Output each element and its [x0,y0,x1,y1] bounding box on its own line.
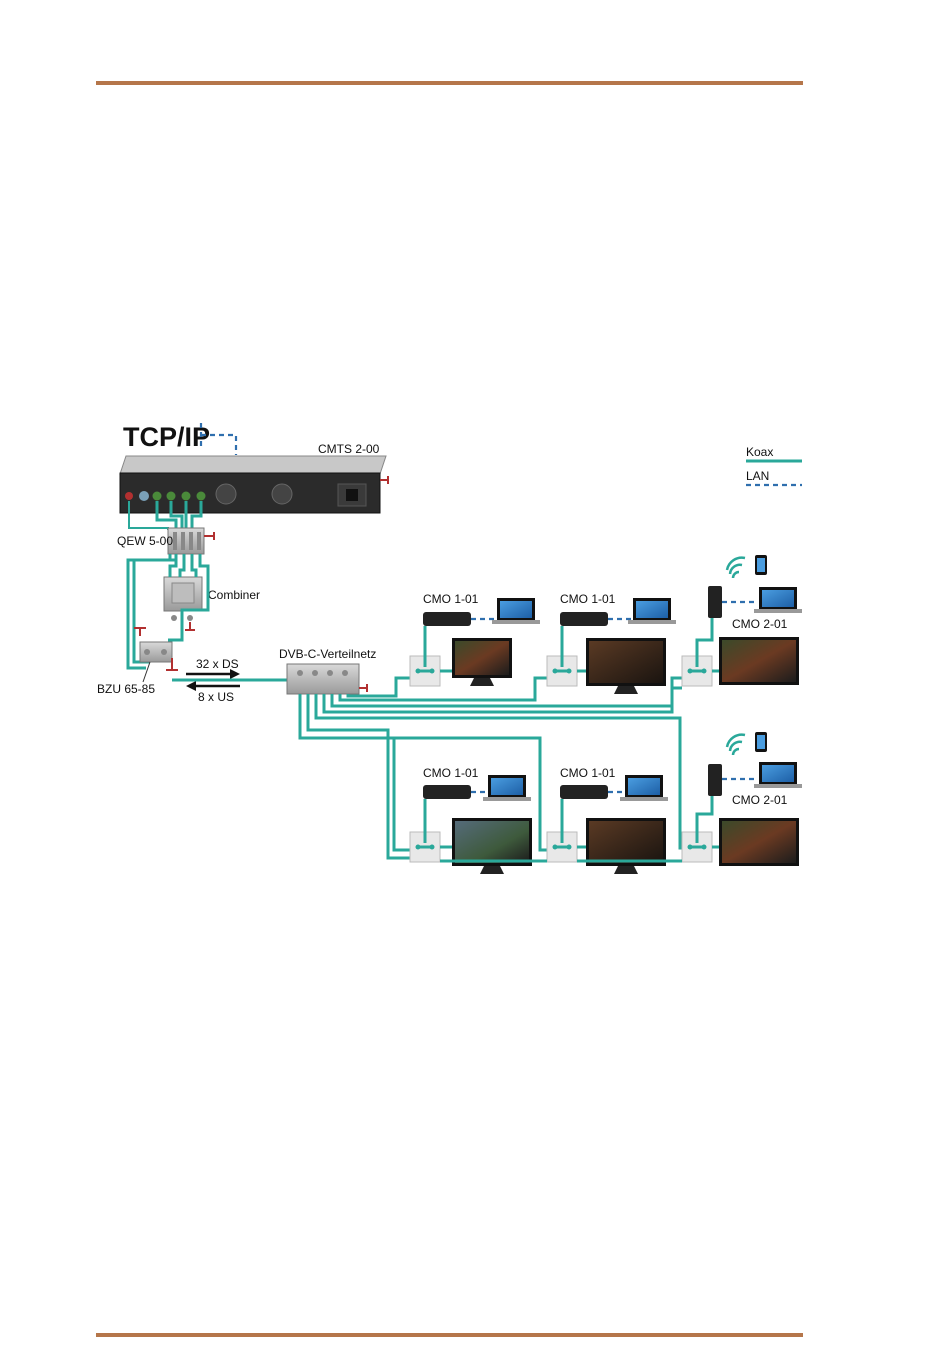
row2-unit2 [547,775,668,874]
row1-unit2 [547,598,676,694]
cmts-label: CMTS 2-00 [318,442,380,456]
ds-label: 32 x DS [196,657,239,671]
combiner-label: Combiner [208,588,260,602]
modem-5-label: CMO 1-01 [560,766,616,780]
us-label: 8 x US [198,690,234,704]
modem-2-label: CMO 1-01 [560,592,616,606]
cmts-device [120,456,388,513]
dvbc-label: DVB-C-Verteilnetz [279,647,376,661]
qew-label: QEW 5-00 [117,534,173,548]
row2-unit1 [410,775,532,874]
qew-device [168,528,214,554]
bzu-label: BZU 65-85 [97,682,155,696]
row1-unit1 [410,598,540,686]
tcpip-label: TCP/IP [123,422,210,452]
legend-koax-label: Koax [746,445,773,459]
modem-1-label: CMO 1-01 [423,592,479,606]
modem-6-label: CMO 2-01 [732,793,788,807]
dvbc-device [287,664,367,694]
modem-4-label: CMO 1-01 [423,766,479,780]
modem-3-label: CMO 2-01 [732,617,788,631]
legend-lan-label: LAN [746,469,769,483]
bzu-device [134,628,178,682]
